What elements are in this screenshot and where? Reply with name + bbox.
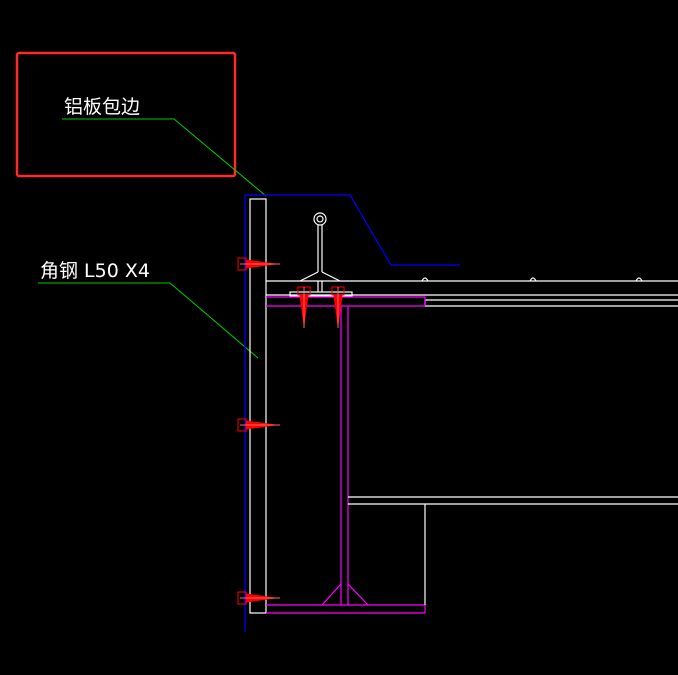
- lower-frame: [348, 496, 678, 605]
- steel-beam: [266, 296, 426, 614]
- aluminum-wrap-outline: [244, 194, 460, 632]
- highlight-box[interactable]: [15, 51, 237, 178]
- bolt-vertical-right: [331, 286, 345, 328]
- leader-aluminum-edge: [62, 118, 267, 197]
- anchor-bolts-vertical: [297, 286, 345, 328]
- bolt-middle: [237, 418, 280, 432]
- hanger-clip: [289, 212, 353, 297]
- aluminum-wrap-line: [244, 194, 460, 632]
- leader-angle-steel: [38, 282, 259, 359]
- angle-steel-member: [249, 198, 267, 614]
- bolt-bottom: [237, 591, 280, 605]
- label-aluminum-edge: 铝板包边: [64, 96, 140, 118]
- angle-steel-vertical: [249, 198, 267, 614]
- leader-lines: [38, 118, 267, 359]
- hanger-ring: [313, 212, 327, 226]
- label-angle-steel: 角钢 L50 X4: [40, 260, 150, 282]
- bolt-top: [237, 257, 280, 271]
- bolt-vertical-left: [297, 286, 311, 328]
- anchor-bolts-horizontal: [237, 257, 280, 605]
